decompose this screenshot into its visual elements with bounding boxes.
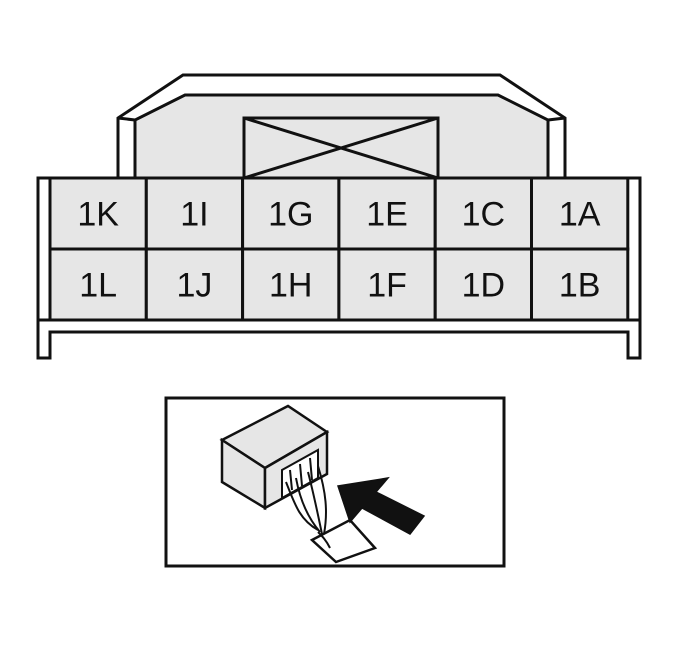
cavity-1a: 1A (530, 176, 630, 251)
connector-face: 1K 1I 1G 1E 1C 1A 1L 1J 1H 1F 1D 1B (36, 73, 642, 360)
cavity-label: 1I (180, 196, 208, 234)
cavity-label: 1D (462, 267, 505, 305)
cavity-1b: 1B (530, 247, 630, 322)
cavity-label: 1E (366, 196, 408, 234)
cavity-row-bottom: 1L 1J 1H 1F 1D 1B (48, 247, 630, 322)
cavity-box (144, 247, 245, 322)
cavity-box (433, 176, 534, 251)
cavity-1e: 1E (337, 176, 437, 251)
cavity-1j: 1J (144, 247, 245, 322)
cavity-label: 1G (268, 196, 313, 234)
cavity-1c: 1C (433, 176, 534, 251)
cavity-label: 1L (79, 267, 117, 305)
cavity-box (530, 247, 630, 322)
cavity-box (241, 176, 341, 251)
cavity-label: 1F (367, 267, 407, 305)
cavity-label: 1H (269, 267, 312, 305)
cavity-1i: 1I (144, 176, 245, 251)
cavity-box (337, 176, 437, 251)
cavity-1l: 1L (48, 247, 148, 322)
cavity-label: 1C (462, 196, 505, 234)
cavity-box (48, 176, 148, 251)
cavity-box (241, 247, 341, 322)
locking-tab (242, 116, 440, 180)
cavity-label: 1K (77, 196, 119, 234)
cavity-label: 1B (559, 267, 601, 305)
cavity-1f: 1F (337, 247, 437, 322)
cavity-row-top: 1K 1I 1G 1E 1C 1A (48, 176, 630, 251)
terminal-probe-insertion-icon (219, 404, 378, 564)
cavity-1g: 1G (241, 176, 341, 251)
inset-panel (164, 396, 506, 568)
cavity-1h: 1H (241, 247, 341, 322)
cavity-label: 1A (559, 196, 601, 234)
cavity-box (530, 176, 630, 251)
cavity-1d: 1D (433, 247, 534, 322)
cavity-label: 1J (176, 267, 212, 305)
cavity-1k: 1K (48, 176, 148, 251)
insertion-arrow-icon (337, 476, 426, 535)
